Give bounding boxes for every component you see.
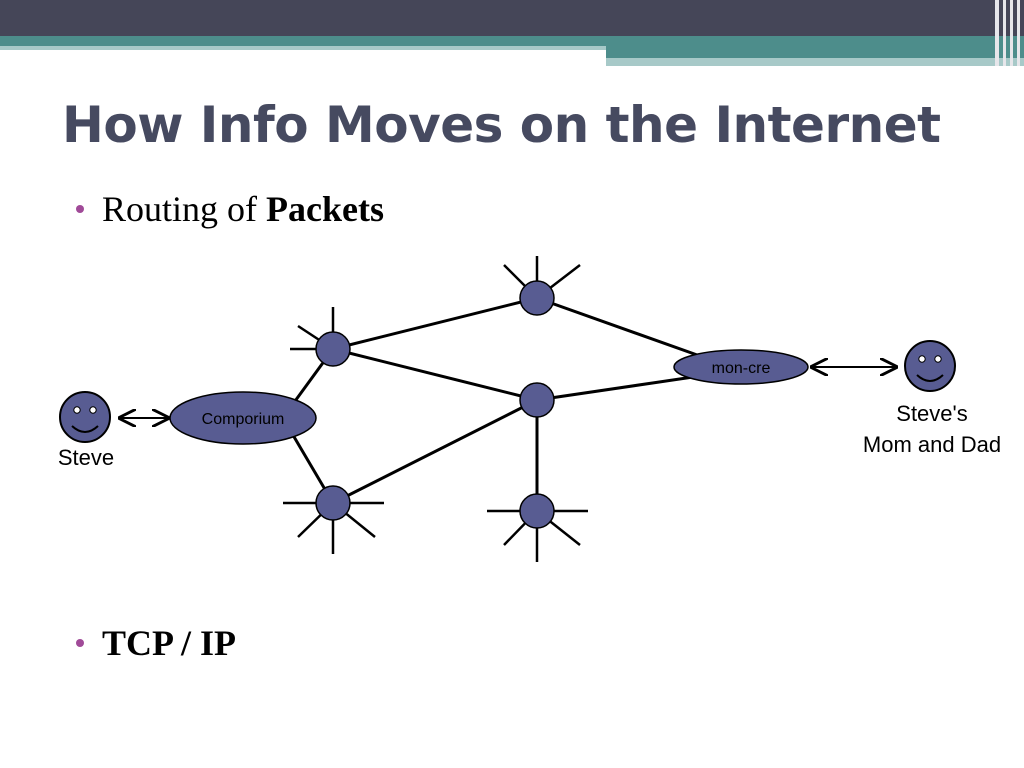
person-parents-label-line2: Mom and Dad xyxy=(863,432,1001,457)
header-teal-step xyxy=(606,46,1024,58)
router-node xyxy=(519,382,555,418)
header-stripe-2 xyxy=(1003,0,1006,66)
person-parents-label-line1: Steve's xyxy=(896,401,967,426)
header-dark-bar xyxy=(0,0,1024,36)
bullet-routing: Routing of Packets xyxy=(76,188,384,230)
link-n3-moncre xyxy=(536,374,701,402)
server-comporium xyxy=(169,391,317,445)
bullet-dot-icon xyxy=(76,204,84,213)
header-stripe-3 xyxy=(1010,0,1013,66)
router-node xyxy=(519,280,555,316)
server-comporium-label: Comporium xyxy=(202,411,285,428)
header-teal-bar xyxy=(0,36,1024,46)
router-nodes xyxy=(315,280,555,529)
link-n3-n4 xyxy=(332,398,538,505)
router-node xyxy=(315,331,351,367)
smiley-face-icon xyxy=(904,340,956,392)
link-n2-moncre xyxy=(536,296,701,358)
slide-title: How Info Moves on the Internet xyxy=(62,96,941,154)
bullet-routing-bold: Packets xyxy=(266,189,384,229)
link-n1-n3 xyxy=(332,347,538,402)
header-decoration xyxy=(0,0,1024,66)
router-node xyxy=(519,493,555,529)
link-n1-n2 xyxy=(332,296,538,351)
person-steve-label: Steve xyxy=(58,445,114,470)
header-light-strip xyxy=(0,46,606,50)
bullet-tcp-ip-text: TCP / IP xyxy=(102,623,237,663)
smiley-face-icon xyxy=(59,391,111,443)
bullet-tcp-ip: TCP / IP xyxy=(76,622,236,664)
header-stripe-1 xyxy=(995,0,999,66)
header-light-step xyxy=(606,58,1024,66)
server-mon-cre xyxy=(673,349,809,385)
bullet-routing-plain: Routing of xyxy=(102,189,267,229)
header-stripe-4 xyxy=(1017,0,1020,66)
router-node xyxy=(315,485,351,521)
server-mon-cre-label: mon-cre xyxy=(712,360,771,377)
network-links xyxy=(288,296,701,511)
bullet-dot-icon xyxy=(76,638,84,647)
